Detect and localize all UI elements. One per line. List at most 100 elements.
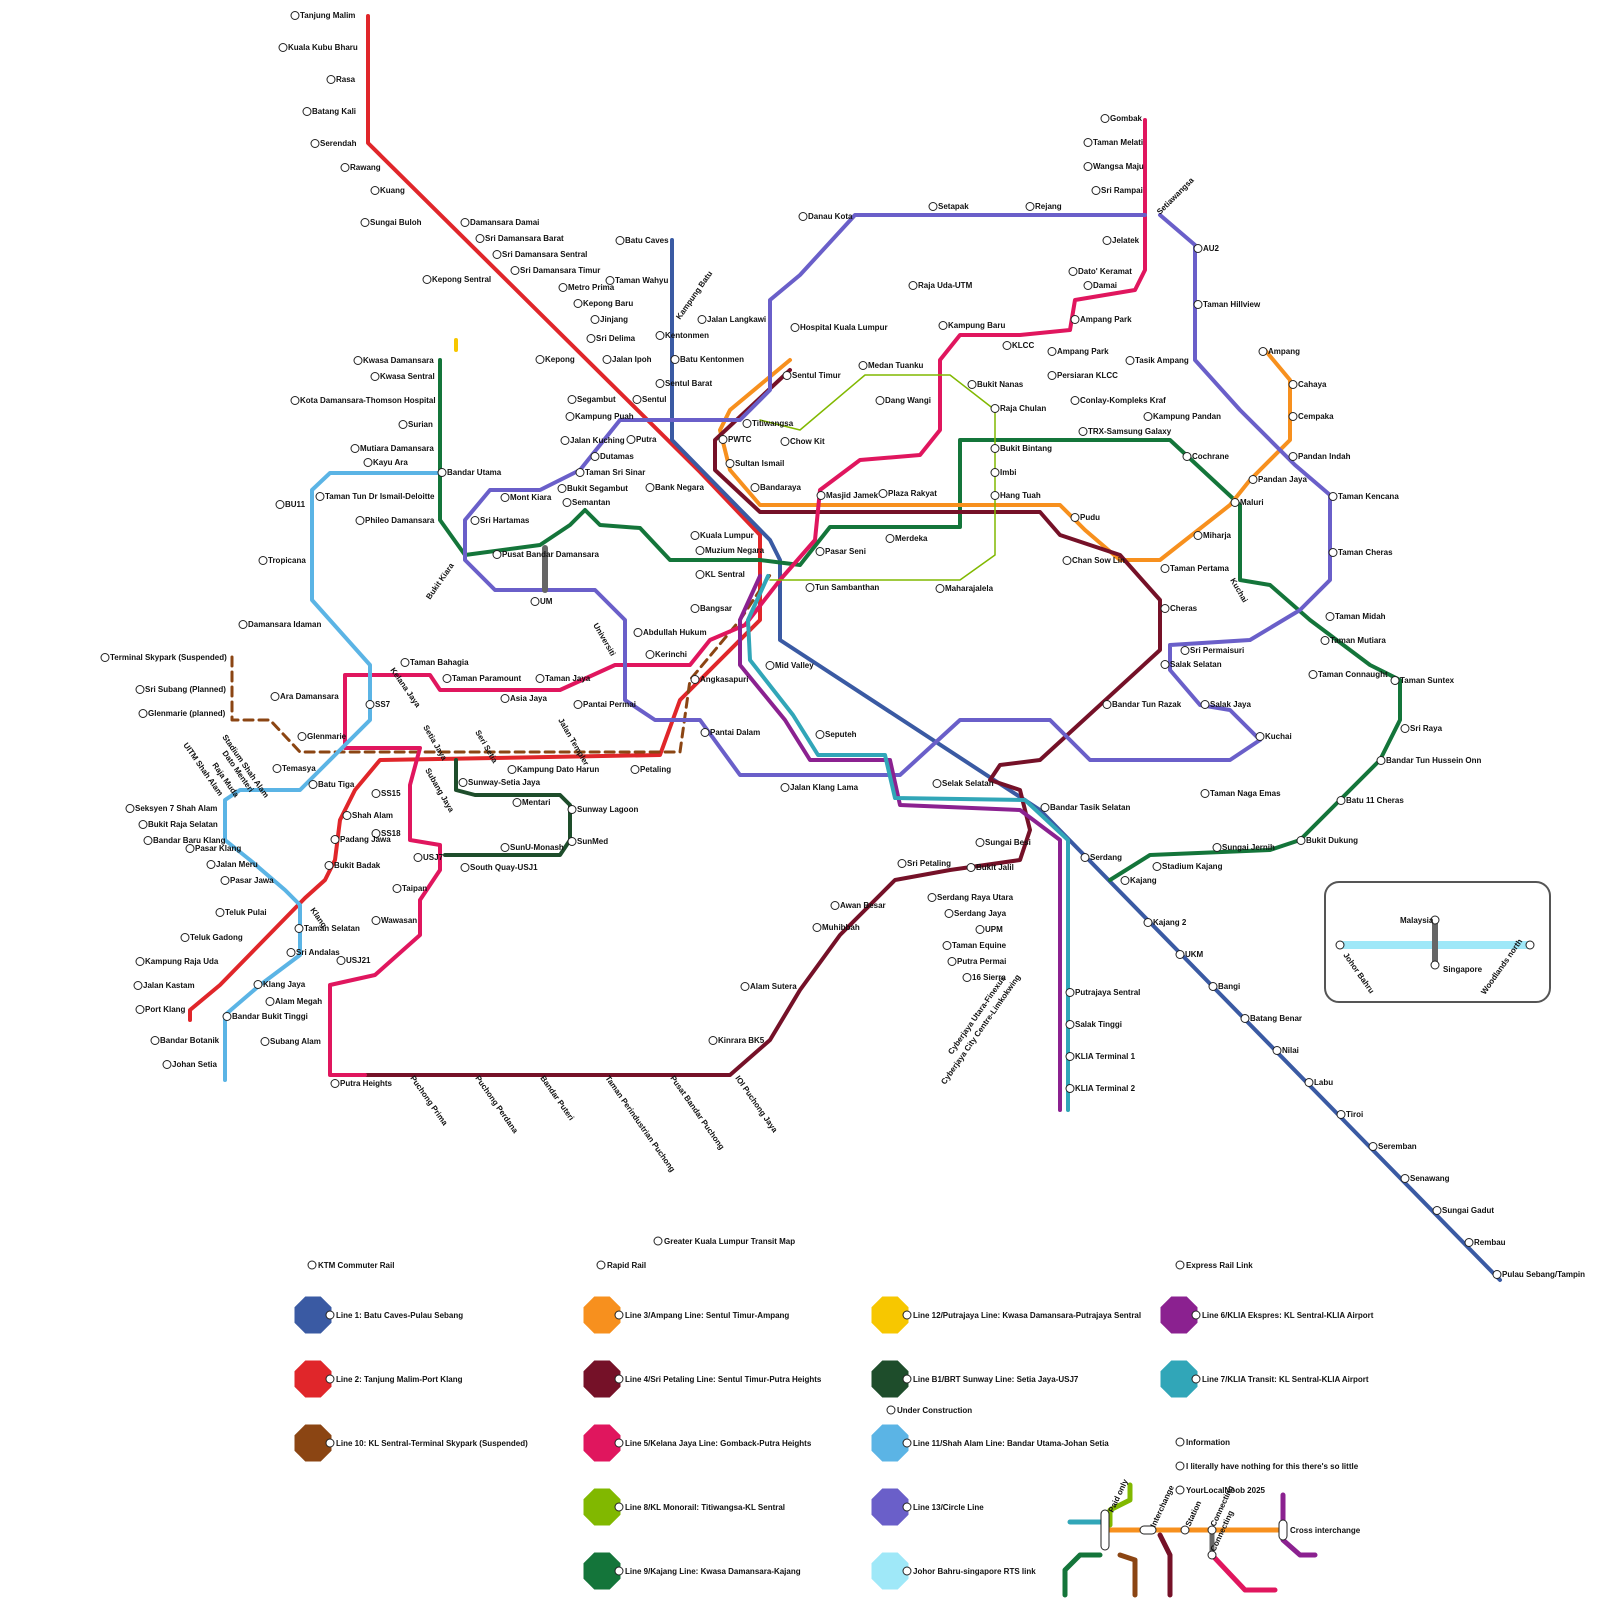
station-selak-selatan[interactable]: Salak Selatan <box>1170 660 1222 669</box>
station-taman-selatan[interactable]: Taman Selatan <box>304 924 360 933</box>
station-marker[interactable] <box>1071 397 1079 405</box>
station-marker[interactable] <box>101 654 109 662</box>
station-marker[interactable] <box>1493 1271 1501 1279</box>
station-marker[interactable] <box>414 854 422 862</box>
station-marker[interactable] <box>561 437 569 445</box>
station-bandar-tun-hussein-onn[interactable]: Bandar Tun Hussein Onn <box>1386 756 1482 765</box>
station-cahaya[interactable]: Cahaya <box>1298 380 1327 389</box>
station-marker[interactable] <box>1066 1085 1074 1093</box>
station-marker[interactable] <box>1194 532 1202 540</box>
station-muzium-negara[interactable]: Muzium Negara <box>705 546 765 555</box>
station-sungai-jernih[interactable]: Sungai Jernih <box>1222 843 1275 852</box>
station-pandan-indah[interactable]: Pandan Indah <box>1298 452 1351 461</box>
station-serdang-jaya[interactable]: Serdang Jaya <box>954 909 1007 918</box>
station-taman-mutiara[interactable]: Taman Mutiara <box>1330 636 1386 645</box>
station-taman-cheras[interactable]: Taman Cheras <box>1338 548 1393 557</box>
station-sunway-setia-jaya[interactable]: Sunway-Setia Jaya <box>468 778 541 787</box>
station-marker[interactable] <box>879 490 887 498</box>
station-marker[interactable] <box>291 12 299 20</box>
station-marker[interactable] <box>331 836 339 844</box>
station-klcc[interactable]: KLCC <box>1012 341 1034 350</box>
station-asia-jaya[interactable]: Asia Jaya <box>510 694 547 703</box>
station-marker[interactable] <box>139 710 147 718</box>
station-putra-heights[interactable]: Putra Heights <box>340 1079 393 1088</box>
station-marker[interactable] <box>991 405 999 413</box>
station-marker[interactable] <box>558 485 566 493</box>
station-marker[interactable] <box>371 187 379 195</box>
station-marker[interactable] <box>568 838 576 846</box>
station-marker[interactable] <box>568 396 576 404</box>
station-marker[interactable] <box>817 492 825 500</box>
station-kayu-ara[interactable]: Kayu Ara <box>373 458 408 467</box>
station-marker[interactable] <box>1069 268 1077 276</box>
station-cochrane[interactable]: Cochrane <box>1192 452 1229 461</box>
station-bukit-badak[interactable]: Bukit Badak <box>334 861 381 870</box>
station-marker[interactable] <box>936 585 944 593</box>
station-mentari[interactable]: Mentari <box>522 798 550 807</box>
station-pwtc[interactable]: PWTC <box>728 435 752 444</box>
station-marker[interactable] <box>603 356 611 364</box>
station-titiwangsa[interactable]: Titiwangsa <box>752 419 794 428</box>
station-marker[interactable] <box>963 974 971 982</box>
station-marker[interactable] <box>207 861 215 869</box>
station-maharajalela[interactable]: Maharajalela <box>945 584 994 593</box>
station-marker[interactable] <box>696 571 704 579</box>
station-sungai-gadut[interactable]: Sungai Gadut <box>1442 1206 1494 1215</box>
station-marker[interactable] <box>266 998 274 1006</box>
station-kuang[interactable]: Kuang <box>380 186 405 195</box>
station-marker[interactable] <box>1079 428 1087 436</box>
station-klang-jaya[interactable]: Klang Jaya <box>263 980 306 989</box>
station-marker[interactable] <box>279 44 287 52</box>
station-taman-suntex[interactable]: Taman Suntex <box>1400 676 1455 685</box>
station-rasa[interactable]: Rasa <box>336 75 356 84</box>
station-marker[interactable] <box>943 942 951 950</box>
station-marker[interactable] <box>438 469 446 477</box>
station-ara-damansara[interactable]: Ara Damansara <box>280 692 339 701</box>
station-usj21[interactable]: USJ21 <box>346 956 371 965</box>
station-klia-t2[interactable]: KLIA Terminal 2 <box>1075 1084 1136 1093</box>
station-merdeka[interactable]: Merdeka <box>895 534 928 543</box>
station-marker[interactable] <box>576 469 584 477</box>
station-kepong-baru[interactable]: Kepong Baru <box>583 299 633 308</box>
station-subang-jaya[interactable]: Subang Jaya <box>423 767 456 815</box>
station-phileo-damansara[interactable]: Phileo Damansara <box>365 516 435 525</box>
station-marker[interactable] <box>1256 733 1264 741</box>
station-mutiara-damansara[interactable]: Mutiara Damansara <box>360 444 434 453</box>
station-marker[interactable] <box>271 693 279 701</box>
station-marker[interactable] <box>1003 342 1011 350</box>
station-rembau[interactable]: Rembau <box>1474 1238 1506 1247</box>
station-marker[interactable] <box>1401 725 1409 733</box>
station-marker[interactable] <box>566 413 574 421</box>
station-ss7[interactable]: SS7 <box>375 700 391 709</box>
station-marker[interactable] <box>361 219 369 227</box>
station-marker[interactable] <box>1369 1143 1377 1151</box>
station-semantan[interactable]: Semantan <box>572 498 610 507</box>
station-marker[interactable] <box>574 300 582 308</box>
station-taman-jaya[interactable]: Taman Jaya <box>545 674 591 683</box>
station-metro-prima[interactable]: Metro Prima <box>568 283 615 292</box>
station-marker[interactable] <box>443 675 451 683</box>
station-raja-chulan[interactable]: Raja Chulan <box>1000 404 1046 413</box>
station-marker[interactable] <box>701 729 709 737</box>
station-dang-wangi[interactable]: Dang Wangi <box>885 396 931 405</box>
station-sri-raya[interactable]: Sri Raya <box>1410 724 1443 733</box>
station-kinrara-bk5[interactable]: Kinrara BK5 <box>718 1036 765 1045</box>
station-marker[interactable] <box>633 396 641 404</box>
station-marker[interactable] <box>136 1006 144 1014</box>
station-bukit-kiara-rot[interactable]: Bukit Kiara <box>424 561 456 601</box>
station-serendah[interactable]: Serendah <box>320 139 357 148</box>
station-marker[interactable] <box>356 517 364 525</box>
station-marker[interactable] <box>276 501 284 509</box>
station-marker[interactable] <box>967 864 975 872</box>
station-cheras[interactable]: Cheras <box>1170 604 1198 613</box>
station-plaza-rakyat[interactable]: Plaza Rakyat <box>888 489 937 498</box>
station-ampang-park-mrt[interactable]: Ampang Park <box>1057 347 1109 356</box>
station-puchong-perdana[interactable]: Puchong Perdana <box>473 1074 520 1135</box>
station-sunmed[interactable]: SunMed <box>577 837 608 846</box>
station-marker[interactable] <box>1084 282 1092 290</box>
station-marker[interactable] <box>886 535 894 543</box>
station-marker[interactable] <box>366 701 374 709</box>
station-marker[interactable] <box>1026 203 1034 211</box>
station-marker[interactable] <box>216 909 224 917</box>
station-jinjang[interactable]: Jinjang <box>600 315 628 324</box>
